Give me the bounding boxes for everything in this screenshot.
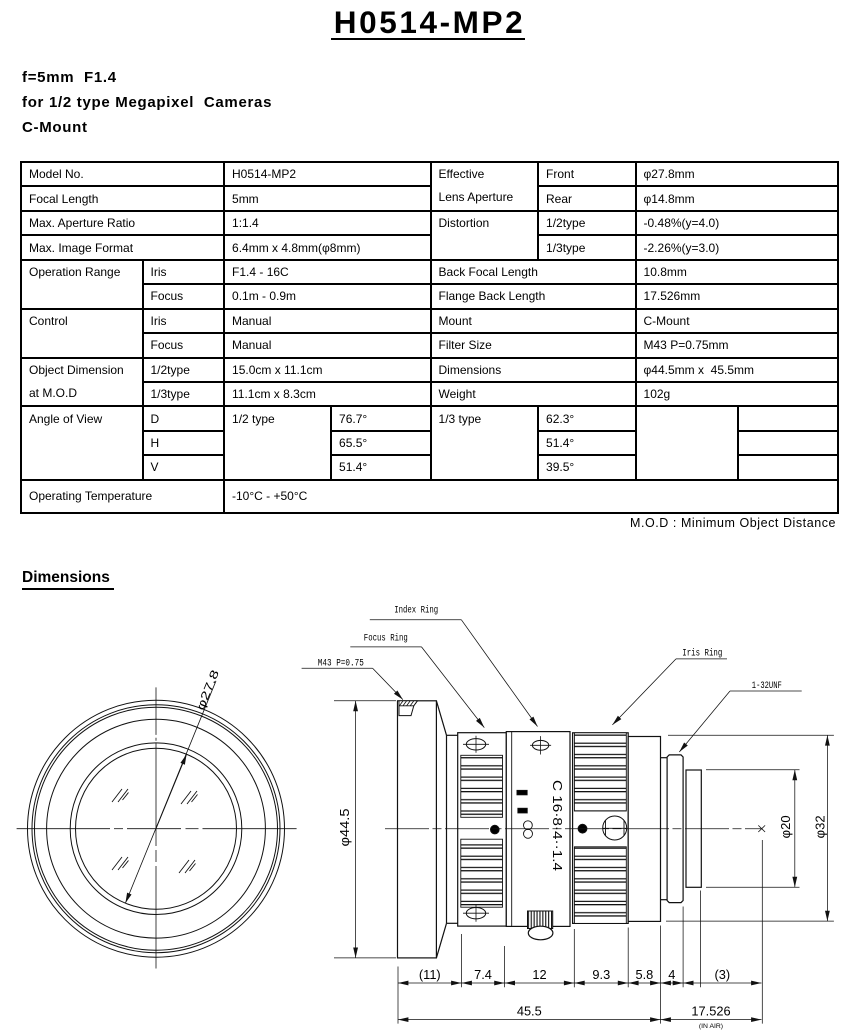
svg-text:φ20: φ20 [778,815,793,838]
svg-text:4: 4 [668,967,675,982]
svg-text:17.526: 17.526 [691,1003,730,1018]
svg-text:M43 P=0.75: M43 P=0.75 [318,657,364,669]
svg-text:φ44.5: φ44.5 [337,809,352,847]
svg-text:45.5: 45.5 [517,1003,542,1018]
svg-text:φ27.8: φ27.8 [195,669,222,712]
svg-text:(3): (3) [714,967,730,982]
svg-text:φ32: φ32 [813,815,828,838]
svg-text:7.4: 7.4 [474,967,492,982]
svg-text:5.8: 5.8 [636,967,654,982]
svg-text:9.3: 9.3 [592,967,610,982]
svg-text:(11): (11) [419,967,441,982]
svg-text:12: 12 [532,967,546,982]
svg-text:(IN AIR): (IN AIR) [699,1023,723,1030]
svg-text:1-32UNF: 1-32UNF [752,681,782,692]
svg-text:C 16·8·4··1.4: C 16·8·4··1.4 [550,780,564,871]
svg-text:Index Ring: Index Ring [394,605,438,617]
svg-text:Focus Ring: Focus Ring [364,632,408,644]
svg-text:Iris Ring: Iris Ring [682,647,722,659]
